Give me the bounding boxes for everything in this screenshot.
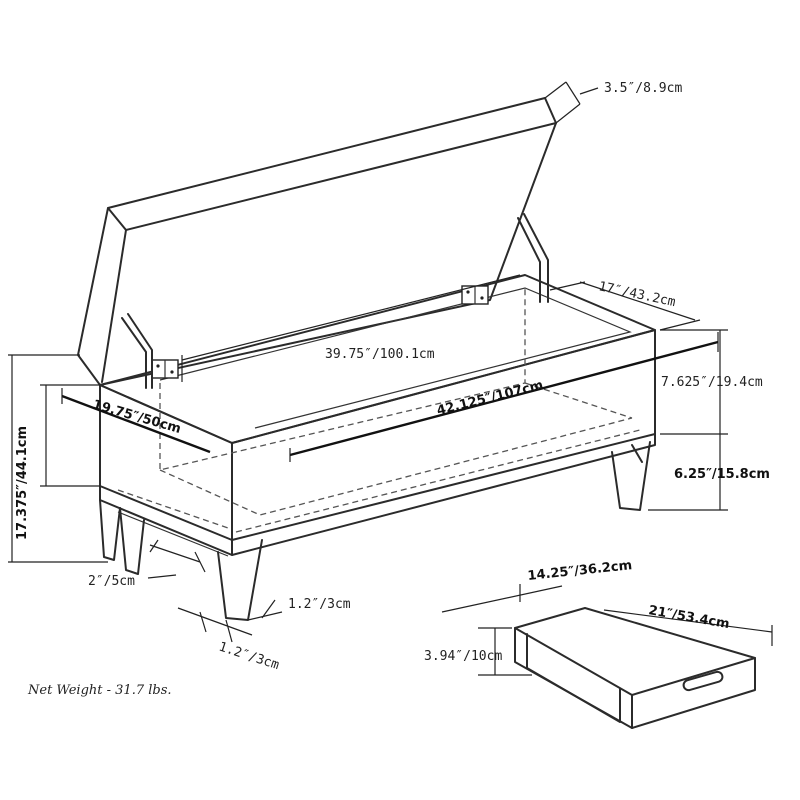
leg-front-left — [217, 539, 263, 621]
bench — [77, 97, 656, 621]
lid-strut-right — [517, 213, 549, 303]
handle-slot-icon — [682, 670, 724, 692]
bench-base — [99, 433, 656, 557]
label-leg-width: 1.2″/3cm — [288, 597, 351, 612]
hinge-icon — [151, 359, 179, 379]
dimension-labels: 3.5″/8.9cm 17″/43.2cm 39.75″/100.1cm 42.… — [15, 81, 770, 698]
label-leg-depth: 1.2″/3cm — [217, 640, 281, 674]
label-tray-width: 14.25″/36.2cm — [527, 558, 633, 584]
label-inner-width: 39.75″/100.1cm — [325, 347, 435, 362]
label-tray-height: 3.94″/10cm — [424, 649, 502, 664]
bench-lid — [77, 97, 557, 386]
leg-back-left — [99, 499, 121, 561]
hinge-icon — [461, 285, 489, 305]
label-lid-thickness: 3.5″/8.9cm — [604, 81, 682, 96]
bench-legs — [99, 441, 651, 621]
label-overall-depth: 19.75″/50cm — [91, 397, 183, 437]
hinges — [121, 213, 549, 389]
dimension-lines — [8, 81, 728, 643]
tray-dimension-lines — [441, 584, 773, 676]
label-tray-depth: 21″/53.4cm — [647, 603, 730, 632]
label-leg-gap: 2″/5cm — [88, 574, 135, 589]
label-height: 17.375″/44.1cm — [15, 426, 30, 540]
label-box-height: 7.625″/19.4cm — [661, 375, 763, 390]
leg-front-left-inner — [119, 507, 145, 575]
net-weight: Net Weight - 31.7 lbs. — [27, 683, 172, 698]
label-depth: 17″/43.2cm — [597, 279, 677, 310]
lid-strut-left — [121, 313, 153, 389]
label-leg-height: 6.25″/15.8cm — [674, 467, 770, 482]
bench-interior-hidden — [117, 288, 641, 533]
bench-front-face — [231, 329, 656, 541]
tray — [514, 607, 756, 729]
leg-front-right — [611, 441, 651, 511]
